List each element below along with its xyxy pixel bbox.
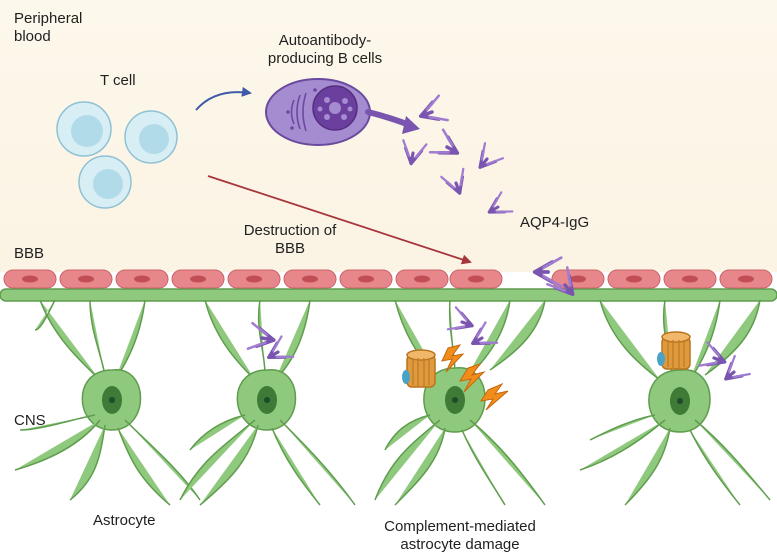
astrocyte-label: Astrocyte bbox=[93, 512, 156, 529]
bbb-label: BBB bbox=[14, 245, 45, 262]
complement-complex bbox=[656, 331, 691, 370]
complement-complex bbox=[401, 349, 436, 388]
activation-arrow bbox=[195, 86, 252, 111]
b-cell bbox=[265, 78, 371, 146]
t-cell bbox=[124, 110, 178, 164]
peripheral-blood-label: Peripheral blood bbox=[14, 10, 83, 45]
damage-lightning bbox=[441, 344, 509, 411]
b-cell-label: Autoantibody- producing B cells bbox=[267, 32, 383, 67]
t-cell-label: T cell bbox=[100, 72, 136, 89]
t-cell-group bbox=[56, 101, 178, 209]
t-cell bbox=[78, 155, 132, 209]
astrocyte-endfeet bbox=[0, 288, 777, 302]
t-cell bbox=[56, 101, 112, 157]
complement-label: Complement-mediated astrocyte damage bbox=[384, 518, 536, 553]
bbb-endothelium bbox=[3, 269, 773, 289]
secretion-arrow-head bbox=[402, 116, 420, 134]
destruction-bbb-label: Destruction of BBB bbox=[243, 222, 337, 257]
astrocyte-nuclei bbox=[102, 386, 690, 415]
cns-label: CNS bbox=[14, 412, 46, 429]
aqp4-igg-label: AQP4-IgG bbox=[520, 214, 590, 231]
destruction-arrow bbox=[207, 175, 472, 265]
